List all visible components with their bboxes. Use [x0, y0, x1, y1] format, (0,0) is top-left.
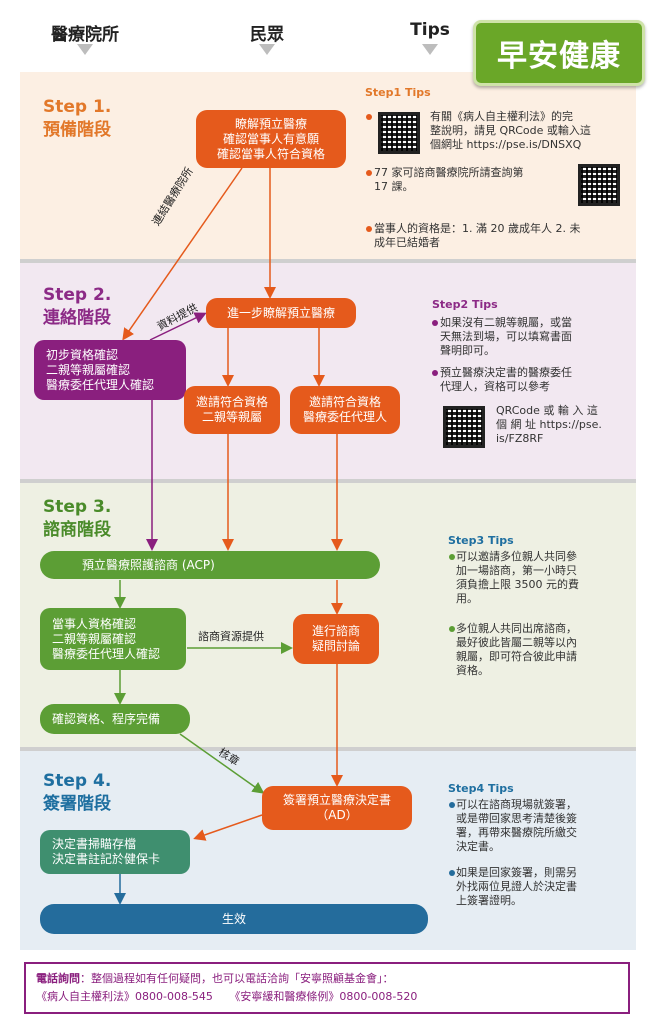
divider: [20, 747, 636, 751]
step2-title-en: Step 2.: [43, 285, 112, 305]
column-header-public: 民眾: [250, 25, 284, 45]
step3-title: Step 3. 諮商階段: [43, 496, 111, 542]
brand-logo: 早安健康: [473, 20, 645, 86]
tip-step4-a: 可以在諮商現場就簽署， 或是帶回家思考清楚後簽 署，再帶來醫療院所繳交 決定書。: [456, 798, 577, 853]
footer-label: 電話詢問: [36, 972, 80, 985]
step1-title-en: Step 1.: [43, 97, 112, 117]
bullet-icon: [366, 114, 372, 120]
tip-step2-b: 預立醫療決定書的醫療委任 代理人，資格可以參考: [440, 366, 572, 393]
footer-line1-text: ：整個過程如有任何疑問，也可以電話洽詢「安寧照顧基金會」：: [80, 972, 394, 985]
tips-step2-heading: Step2 Tips: [432, 298, 498, 311]
node-invite-agent: 邀請符合資格 醫療委任代理人: [290, 386, 400, 434]
divider: [20, 479, 636, 483]
bullet-icon: [366, 226, 372, 232]
node-effective: 生效: [40, 904, 428, 934]
step4-title-zh: 簽署階段: [43, 794, 111, 814]
edge-sign-to-scan: [193, 814, 263, 841]
footer-line2: 《病人自主權利法》0800-008-545 《安寧緩和醫療條例》0800-008…: [36, 990, 418, 1003]
tip-step1-c: 當事人的資格是：1. 滿 20 歲成年人 2. 未 成年已結婚者: [374, 222, 581, 249]
column-arrow-tips: [422, 44, 438, 55]
edge-label-resource: 諮商資源提供: [198, 630, 264, 643]
edge-contact-hospital: [122, 167, 243, 341]
node-invite-relatives: 邀請符合資格 二親等親屬: [184, 386, 280, 434]
tips-step4-heading: Step4 Tips: [448, 782, 514, 795]
node-initial-check: 初步資格確認 二親等親屬確認 醫療委任代理人確認: [34, 340, 186, 400]
tip-step2-a: 如果沒有二親等親屬，或當 天無法到場，可以填寫書面 聲明即可。: [440, 316, 572, 357]
tips-step3-heading: Step3 Tips: [448, 534, 514, 547]
step2-title: Step 2. 連絡階段: [43, 284, 111, 330]
tip-step2-c: QRCode 或 輸 入 這 個 網 址 https://pse. is/FZ8…: [496, 404, 602, 445]
bullet-icon: [449, 626, 455, 632]
step3-title-zh: 諮商階段: [43, 520, 111, 540]
divider: [20, 259, 636, 263]
bullet-icon: [449, 870, 455, 876]
bullet-icon: [366, 170, 372, 176]
step3-title-en: Step 3.: [43, 497, 112, 517]
step1-title-zh: 預備階段: [43, 120, 111, 140]
node-confirm: 確認資格、程序完備: [40, 704, 190, 734]
qrcode-icon: [443, 406, 485, 448]
footer-contact-box: 電話詢問：整個過程如有任何疑問，也可以電話洽詢「安寧照顧基金會」： 《病人自主權…: [24, 962, 630, 1014]
footer-line1: 電話詢問：整個過程如有任何疑問，也可以電話洽詢「安寧照顧基金會」：: [36, 970, 618, 988]
bullet-icon: [449, 802, 455, 808]
qrcode-icon: [578, 164, 620, 206]
node-sign: 簽署預立醫療決定書 （AD）: [262, 786, 412, 830]
step1-title: Step 1. 預備階段: [43, 96, 111, 142]
node-understand: 瞭解預立醫療 確認當事人有意願 確認當事人符合資格: [196, 110, 346, 168]
tip-step3-a: 可以邀請多位親人共同參 加一場諮商，第一小時只 須負擔上限 3500 元的費 用…: [456, 550, 579, 605]
column-header-tips: Tips: [410, 20, 450, 40]
step4-title: Step 4. 簽署階段: [43, 770, 111, 816]
step2-title-zh: 連絡階段: [43, 308, 111, 328]
node-further: 進一步瞭解預立醫療: [206, 298, 356, 328]
tip-step3-b: 多位親人共同出席諮商， 最好彼此皆屬二親等以內 親屬，即可符合彼此申請 資格。: [456, 622, 577, 677]
node-discussion: 進行諮商 疑問討論: [293, 614, 379, 664]
tip-step4-b: 如果是回家簽署，則需另 外找兩位見證人於決定書 上簽署證明。: [456, 866, 577, 907]
column-header-hospital: 醫療院所: [51, 25, 119, 45]
edge-provide-info: [149, 312, 207, 341]
column-arrow-public: [259, 44, 275, 55]
node-party-check: 當事人資格確認 二親等親屬確認 醫療委任代理人確認: [40, 608, 186, 670]
step4-title-en: Step 4.: [43, 771, 112, 791]
tips-step1-heading: Step1 Tips: [365, 86, 431, 99]
edge-stamp: [179, 733, 265, 794]
column-arrow-hospital: [77, 44, 93, 55]
tip-step1-b: 77 家可諮商醫療院所請查詢第 17 課。: [374, 166, 524, 193]
bullet-icon: [449, 554, 455, 560]
bullet-icon: [432, 370, 438, 376]
node-acp: 預立醫療照護諮商 (ACP): [40, 551, 380, 579]
tip-step1-a: 有關《病人自主權利法》的完 整說明，請見 QRCode 或輸入這 個網址 htt…: [430, 110, 591, 151]
qrcode-icon: [378, 112, 420, 154]
node-scan: 決定書掃瞄存檔 決定書註記於健保卡: [40, 830, 190, 874]
bullet-icon: [432, 320, 438, 326]
